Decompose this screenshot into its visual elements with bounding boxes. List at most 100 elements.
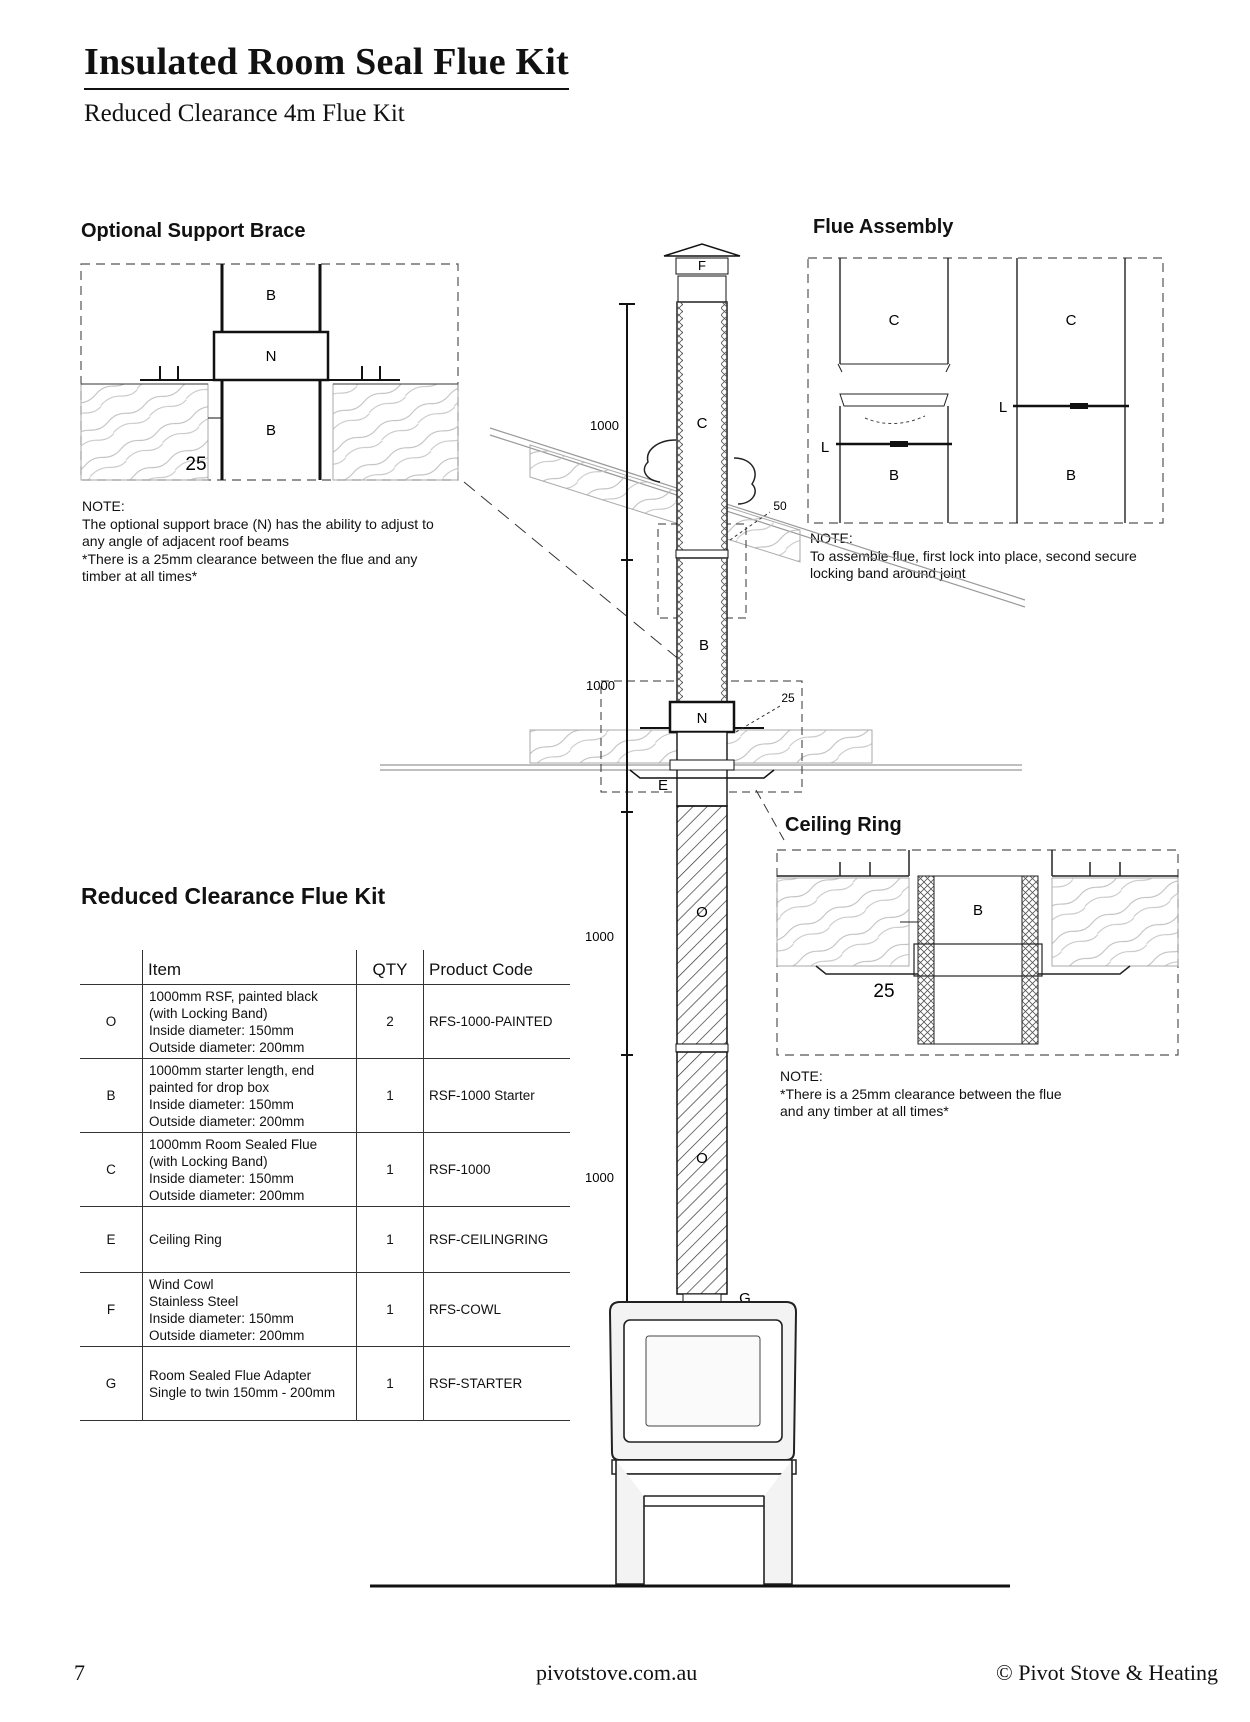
header-qty: QTY: [356, 950, 424, 985]
header-code: Product Code: [423, 950, 570, 985]
copyright: © Pivot Stove & Heating: [996, 1660, 1219, 1685]
row-letter: E: [80, 1206, 143, 1273]
label-c: C: [697, 415, 708, 432]
item-line: (with Locking Band): [149, 1153, 268, 1169]
label-f: F: [698, 258, 706, 273]
page-title: Insulated Room Seal Flue Kit: [84, 40, 569, 90]
roof-clearance-label: 50: [773, 499, 787, 513]
row-code: RSF-STARTER: [423, 1346, 570, 1421]
label-b: B: [1066, 467, 1076, 484]
row-qty: 1: [356, 1272, 424, 1347]
flue-assembly-detail: C C B B L L: [807, 257, 1164, 524]
item-line: Ceiling Ring: [149, 1232, 222, 1247]
row-item: Room Sealed Flue Adapter Single to twin …: [142, 1346, 357, 1421]
label-n: N: [266, 348, 277, 365]
row-code: RSF-1000: [423, 1132, 570, 1207]
stove-illustration: [370, 1301, 1010, 1588]
item-line: Wind Cowl: [149, 1276, 214, 1292]
row-qty: 1: [356, 1132, 424, 1207]
item-line: Outside diameter: 200mm: [149, 1327, 305, 1343]
item-line: Room Sealed Flue Adapter: [149, 1367, 312, 1383]
header-letter: [80, 950, 143, 985]
ceiling-clearance-label: 25: [781, 691, 795, 705]
label-n: N: [697, 710, 708, 727]
label-o: O: [696, 1150, 708, 1167]
label-c: C: [1066, 312, 1077, 329]
flue-stack: F C B N E O O G 50 25: [629, 243, 795, 1307]
dimension-label: 1000: [585, 1170, 614, 1185]
label-g: G: [739, 1290, 751, 1307]
item-line: Inside diameter: 150mm: [149, 1170, 294, 1186]
row-qty: 1: [356, 1206, 424, 1273]
item-line: 1000mm starter length, end: [149, 1062, 315, 1078]
table-row: F Wind Cowl Stainless Steel Inside diame…: [80, 1272, 570, 1347]
label-b: B: [699, 637, 709, 654]
table-row: G Room Sealed Flue Adapter Single to twi…: [80, 1346, 570, 1421]
note-line: any angle of adjacent roof beams: [82, 533, 290, 549]
note-line: To assemble flue, first lock into place,…: [810, 547, 1137, 564]
table-row: O 1000mm RSF, painted black (with Lockin…: [80, 984, 570, 1059]
row-letter: B: [80, 1058, 143, 1133]
dimension-label: 1000: [586, 678, 615, 693]
kit-heading: Reduced Clearance Flue Kit: [81, 883, 386, 909]
label-o: O: [696, 904, 708, 921]
dimension-label: 1000: [585, 929, 614, 944]
note-line: *There is a 25mm clearance between the f…: [82, 550, 418, 567]
row-letter: G: [80, 1346, 143, 1421]
label-l: L: [999, 399, 1007, 416]
kit-table: Item QTY Product Code O 1000mm RSF, pain…: [80, 950, 570, 1421]
label-l: L: [821, 439, 829, 456]
label-b: B: [266, 422, 276, 439]
item-line: Inside diameter: 150mm: [149, 1022, 294, 1038]
clearance-label: 25: [185, 454, 206, 475]
table-header-row: Item QTY Product Code: [80, 950, 570, 985]
table-row: E Ceiling Ring 1 RSF-CEILINGRING: [80, 1206, 570, 1273]
clearance-label: 25: [873, 981, 894, 1002]
item-line: Outside diameter: 200mm: [149, 1187, 305, 1203]
roof-structure: [489, 427, 1026, 608]
note-line: timber at all times*: [82, 568, 198, 584]
dimension-line: 1000 1000 1000 1000: [585, 303, 635, 1311]
item-line: 1000mm RSF, painted black: [149, 988, 318, 1004]
row-code: RSF-1000 Starter: [423, 1058, 570, 1133]
label-e: E: [658, 777, 668, 794]
row-item: Ceiling Ring: [142, 1206, 357, 1273]
row-letter: F: [80, 1272, 143, 1347]
note-line: The optional support brace (N) has the a…: [82, 515, 434, 532]
note-line: and any timber at all times*: [780, 1103, 949, 1119]
row-qty: 1: [356, 1346, 424, 1421]
note-line: NOTE:: [780, 1068, 823, 1084]
label-b: B: [973, 902, 983, 919]
dimension-label: 1000: [590, 418, 619, 433]
row-qty: 2: [356, 984, 424, 1059]
header-item: Item: [142, 950, 357, 985]
item-line: Inside diameter: 150mm: [149, 1310, 294, 1326]
label-b: B: [266, 287, 276, 304]
page-subtitle: Reduced Clearance 4m Flue Kit: [84, 100, 405, 127]
note-line: *There is a 25mm clearance between the f…: [780, 1085, 1062, 1102]
ceiling-ring-note: NOTE: *There is a 25mm clearance between…: [780, 1068, 1062, 1121]
row-code: RFS-COWL: [423, 1272, 570, 1347]
item-line: Outside diameter: 200mm: [149, 1039, 305, 1055]
website-link[interactable]: pivotstove.com.au: [536, 1660, 698, 1685]
row-code: RFS-1000-PAINTED: [423, 984, 570, 1059]
row-item: 1000mm RSF, painted black (with Locking …: [142, 984, 357, 1059]
item-line: Inside diameter: 150mm: [149, 1096, 294, 1112]
page-number: 7: [74, 1660, 85, 1685]
support-brace-heading: Optional Support Brace: [81, 220, 306, 242]
row-letter: C: [80, 1132, 143, 1207]
row-qty: 1: [356, 1058, 424, 1133]
item-line: painted for drop box: [149, 1079, 270, 1095]
ceiling-ring-heading: Ceiling Ring: [785, 814, 902, 836]
item-line: 1000mm Room Sealed Flue: [149, 1136, 318, 1152]
item-line: Outside diameter: 200mm: [149, 1113, 305, 1129]
row-item: 1000mm Room Sealed Flue (with Locking Ba…: [142, 1132, 357, 1207]
support-brace-detail: B N B 25: [80, 263, 459, 481]
label-c: C: [889, 312, 900, 329]
row-code: RSF-CEILINGRING: [423, 1206, 570, 1273]
row-item: Wind Cowl Stainless Steel Inside diamete…: [142, 1272, 357, 1347]
note-line: NOTE:: [82, 498, 125, 514]
item-line: (with Locking Band): [149, 1005, 268, 1021]
flue-assembly-heading: Flue Assembly: [813, 216, 954, 238]
